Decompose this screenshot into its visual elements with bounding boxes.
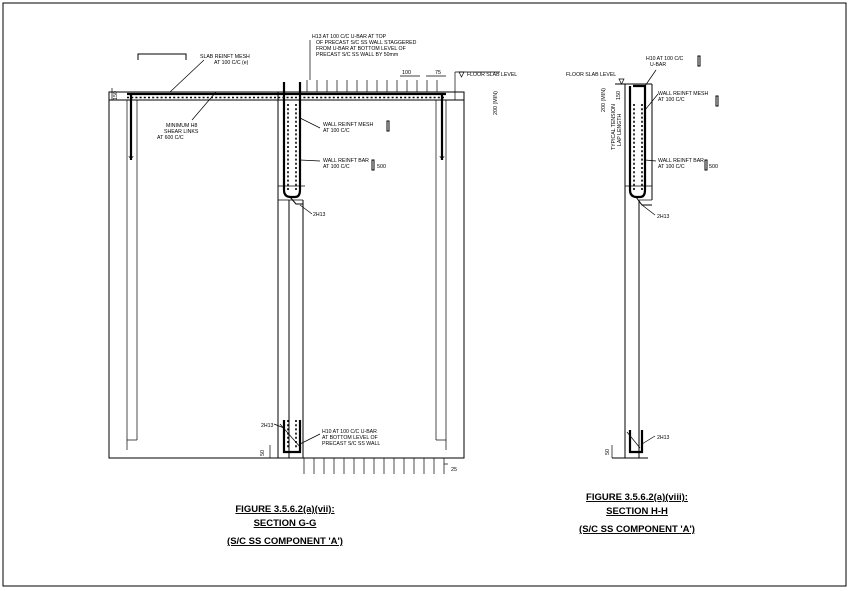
hh-label-tension-2: LAP LENGTH bbox=[617, 114, 623, 146]
hh-outline bbox=[612, 78, 653, 459]
hh-dim-500: 500 bbox=[709, 164, 718, 170]
gg-caption-line-1: FIGURE 3.5.6.2(a)(vii): bbox=[235, 504, 334, 515]
gg-dim-150: 150 bbox=[113, 91, 119, 100]
gg-dim-200min: 200 (MIN) bbox=[493, 91, 499, 115]
gg-label-wall-mesh-2: AT 100 C/C bbox=[323, 128, 350, 134]
gg-dim-75: 75 bbox=[435, 70, 441, 76]
hh-label-wall-mesh-2: AT 100 C/C bbox=[658, 97, 685, 103]
hh-annotations: FLOOR SLAB LEVEL H10 AT 100 C/C U-BAR WA… bbox=[566, 56, 718, 455]
gg-wall-reinforcement bbox=[278, 82, 305, 205]
gg-label-slab-mesh-2: AT 100 C/C (e) bbox=[214, 60, 249, 66]
gg-caption-line-2: SECTION G-G bbox=[254, 518, 317, 529]
section-hh: FLOOR SLAB LEVEL H10 AT 100 C/C U-BAR WA… bbox=[566, 55, 719, 535]
gg-label-min-h8-3: AT 600 C/C bbox=[157, 135, 184, 141]
section-gg: SLAB REINFT MESH AT 100 C/C (e) H13 AT 1… bbox=[108, 34, 517, 547]
hh-label-wall-bar-2: AT 100 C/C bbox=[658, 164, 685, 170]
gg-label-2h13-top: 2H13 bbox=[313, 212, 326, 218]
gg-dim-50: 50 bbox=[260, 450, 266, 456]
hh-caption-line-3: (S/C SS COMPONENT 'A') bbox=[579, 524, 695, 535]
gg-bottom-reinforcement bbox=[279, 420, 445, 474]
hh-dim-150: 150 bbox=[616, 91, 622, 100]
gg-outline bbox=[108, 91, 465, 459]
gg-label-min-h8-1: MINIMUM H8 bbox=[166, 123, 198, 129]
hh-caption-line-1: FIGURE 3.5.6.2(a)(viii): bbox=[586, 492, 688, 503]
hh-label-h10-1: H10 AT 100 C/C bbox=[646, 56, 684, 62]
gg-label-wall-bar-1: WALL REINFT BAR bbox=[323, 158, 369, 164]
hh-label-tension-1: TYPICAL TENSION bbox=[611, 104, 617, 150]
gg-slab-reinforcement bbox=[127, 53, 446, 160]
hh-label-2h13-bottom: 2H13 bbox=[657, 435, 670, 441]
gg-dim-500: 500 bbox=[377, 164, 386, 170]
gg-leaders bbox=[169, 40, 500, 445]
hh-reinforcement bbox=[625, 55, 719, 454]
gg-label-min-h8-2: SHEAR LINKS bbox=[164, 129, 199, 135]
gg-dim-100: 100 bbox=[402, 70, 411, 76]
hh-dim-200min: 200 (MIN) bbox=[601, 88, 607, 112]
hh-leaders bbox=[611, 69, 659, 458]
gg-label-floor-slab: FLOOR SLAB LEVEL bbox=[467, 72, 517, 78]
hh-caption-line-2: SECTION H-H bbox=[606, 506, 668, 517]
gg-label-h10-3: PRECAST S/C SS WALL bbox=[322, 441, 380, 447]
gg-dimensions bbox=[111, 72, 456, 465]
gg-label-h13-2: OF PRECAST S/C SS WALL STAGGERED bbox=[316, 40, 417, 46]
hh-label-h10-2: U-BAR bbox=[650, 62, 666, 68]
hh-label-wall-bar-1: WALL REINFT BAR bbox=[658, 158, 704, 164]
gg-label-h10-2: AT BOTTOM LEVEL OF bbox=[322, 435, 378, 441]
gg-caption: FIGURE 3.5.6.2(a)(vii): SECTION G-G (S/C… bbox=[227, 504, 343, 547]
gg-dim-25: 25 bbox=[451, 467, 457, 473]
gg-label-2h13-bottom: 2H13 bbox=[261, 423, 274, 429]
gg-caption-line-3: (S/C SS COMPONENT 'A') bbox=[227, 536, 343, 547]
gg-label-wall-mesh-1: WALL REINFT MESH bbox=[323, 122, 374, 128]
hh-label-floor-slab: FLOOR SLAB LEVEL bbox=[566, 72, 616, 78]
gg-label-h13-3: FROM U-BAR AT BOTTOM LEVEL OF bbox=[316, 46, 406, 52]
hh-label-wall-mesh-1: WALL REINFT MESH bbox=[658, 91, 709, 97]
hh-caption: FIGURE 3.5.6.2(a)(viii): SECTION H-H (S/… bbox=[579, 492, 695, 535]
gg-label-h13-1: H13 AT 100 C/C U-BAR AT TOP bbox=[312, 34, 387, 40]
hh-dim-50: 50 bbox=[605, 449, 611, 455]
gg-label-h13-4: PRECAST S/C SS WALL BY 50mm bbox=[316, 52, 398, 58]
gg-annotations: SLAB REINFT MESH AT 100 C/C (e) H13 AT 1… bbox=[113, 34, 517, 473]
gg-label-slab-mesh-1: SLAB REINFT MESH bbox=[200, 54, 250, 60]
hh-label-2h13-top: 2H13 bbox=[657, 214, 670, 220]
gg-label-wall-bar-2: AT 100 C/C bbox=[323, 164, 350, 170]
gg-label-h10-1: H10 AT 100 C/C U-BAR bbox=[322, 429, 377, 435]
